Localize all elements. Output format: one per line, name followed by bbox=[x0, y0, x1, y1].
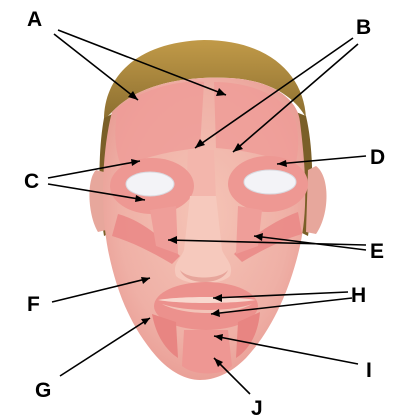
label-f: F bbox=[27, 293, 40, 316]
label-a: A bbox=[27, 8, 42, 31]
label-i: I bbox=[366, 359, 372, 382]
right-eye bbox=[244, 170, 296, 194]
label-d: D bbox=[370, 146, 385, 169]
label-j: J bbox=[251, 397, 263, 419]
head-illustration bbox=[89, 40, 326, 380]
mentalis bbox=[182, 330, 232, 374]
label-b: B bbox=[356, 16, 371, 39]
label-c: C bbox=[24, 170, 39, 193]
left-eye bbox=[126, 172, 174, 196]
label-h: H bbox=[351, 284, 366, 307]
label-g: G bbox=[35, 379, 51, 402]
label-e: E bbox=[370, 240, 384, 263]
right-ear bbox=[306, 166, 327, 234]
pointer-g bbox=[60, 318, 150, 376]
